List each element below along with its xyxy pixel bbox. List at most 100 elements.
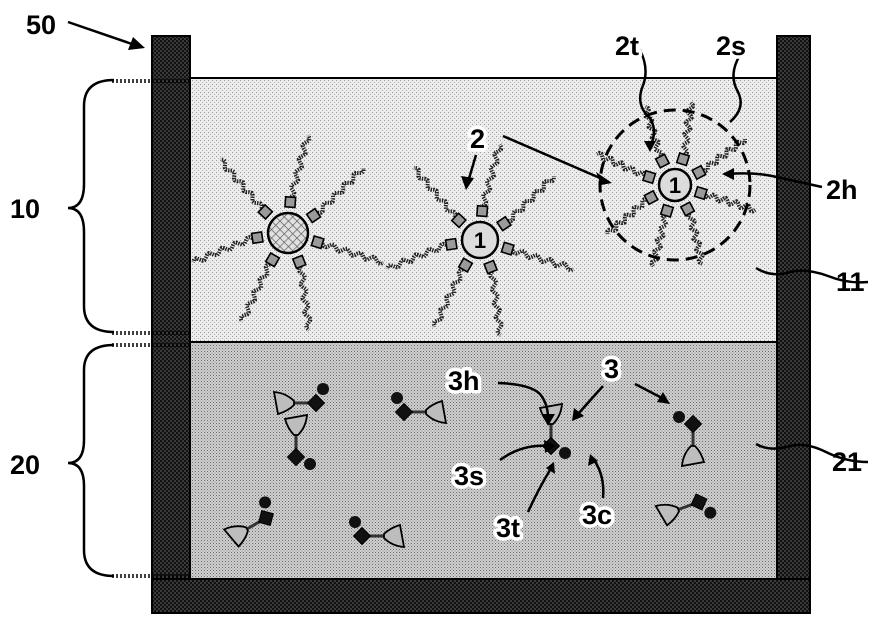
label-11: 11: [836, 267, 865, 297]
ligand-tail: [510, 248, 575, 273]
ligand-head: [495, 215, 513, 232]
nanoparticle: [191, 134, 385, 332]
ligand-tail: [289, 134, 312, 199]
ligand-head: [659, 203, 675, 219]
label-21: 21: [832, 447, 862, 477]
ligand-tail: [413, 165, 458, 218]
particles-layer: 11: [191, 101, 757, 337]
molecule-head: [272, 391, 295, 416]
label-2: 2: [470, 124, 485, 154]
leader-lines: [67, 20, 869, 513]
ligand-head: [483, 259, 499, 275]
ligand-head: [284, 195, 297, 209]
label-10: 10: [10, 194, 40, 224]
molecule-tail: [286, 447, 306, 467]
label-3h: 3h: [448, 366, 480, 396]
ligand-tail: [703, 192, 757, 214]
lower-layer-brace: [67, 343, 115, 578]
molecule-tail: [683, 414, 703, 434]
ligand-head: [475, 204, 489, 218]
dye-molecule: [673, 411, 706, 468]
label-3c: 3c: [582, 500, 612, 530]
ligand-tail: [320, 242, 385, 267]
dye-molecule: [272, 383, 329, 416]
molecules-layer: [222, 383, 717, 548]
ligand-head: [691, 164, 707, 181]
arrowheads: [128, 37, 734, 474]
ligand-head: [310, 234, 325, 250]
molecule-head: [681, 445, 706, 468]
molecule-counterion: [349, 516, 361, 528]
ligand-head: [675, 151, 691, 167]
label-2h: 2h: [826, 175, 858, 205]
ligand-tail: [238, 262, 271, 323]
molecule-head: [283, 413, 308, 436]
ligand-head: [654, 153, 671, 169]
ligand-head: [444, 237, 458, 251]
molecule-counterion: [704, 506, 717, 519]
label-50: 50: [26, 10, 56, 40]
particle-shell-outline: [598, 108, 752, 262]
molecule-counterion: [673, 411, 685, 423]
dye-molecule: [349, 516, 406, 548]
label-2t: 2t: [615, 31, 639, 61]
ligand-head: [641, 169, 657, 185]
molecule-tail: [306, 393, 326, 413]
ligand-head: [500, 241, 515, 256]
molecule-head: [222, 525, 249, 548]
molecule-tail: [258, 510, 274, 526]
label-3: 3: [604, 354, 619, 384]
molecule-head: [654, 503, 680, 527]
molecule-counterion: [391, 392, 403, 404]
molecule-counterion: [317, 383, 329, 395]
ligand-head: [450, 212, 467, 229]
ligand-tail: [220, 157, 264, 209]
ligand-head: [457, 257, 474, 274]
core-label: 1: [669, 173, 681, 198]
container-left-wall: [151, 35, 191, 614]
ligand-tail: [605, 197, 647, 235]
ligand-tail: [481, 143, 504, 208]
dye-molecule: [391, 392, 448, 424]
molecule-tail: [690, 493, 708, 511]
ligand-tail: [488, 270, 504, 337]
label-3s: 3s: [454, 461, 484, 491]
ligand-tail: [297, 265, 313, 332]
ligand-tail: [317, 168, 366, 215]
label-3t: 3t: [496, 513, 520, 543]
ligand-head: [693, 185, 709, 201]
ligand-tail: [596, 150, 647, 177]
label-2s: 2s: [716, 31, 746, 61]
ligand-head: [305, 207, 322, 224]
ligand-tail: [702, 138, 747, 173]
label-20: 20: [10, 450, 40, 480]
ligand-tail: [649, 213, 668, 268]
molecule-counterion: [559, 447, 571, 459]
lower-medium-region: [189, 341, 778, 580]
core-label: 1: [474, 228, 486, 253]
ligand-head: [291, 254, 307, 270]
upper-layer-brace: [67, 78, 115, 334]
ligand-head: [264, 251, 281, 268]
dye-molecule: [654, 493, 717, 527]
molecule-head: [425, 399, 448, 424]
molecule-counterion: [259, 496, 272, 509]
particle-core: [460, 220, 500, 260]
ligand-head: [643, 189, 659, 206]
ligand-tail: [508, 176, 556, 223]
molecule-tail: [394, 402, 414, 422]
molecule-counterion: [304, 458, 316, 470]
molecule-head: [383, 523, 406, 548]
ligand-tail: [431, 267, 464, 328]
particle-core: [657, 167, 693, 203]
ligand-head: [257, 203, 274, 221]
nanoparticle: 1: [385, 143, 575, 337]
molecule-tail: [352, 526, 372, 546]
container-bottom: [151, 578, 811, 614]
ligand-tail: [385, 241, 448, 270]
ligand-tail: [681, 101, 695, 157]
ligand-head: [679, 201, 696, 217]
dye-molecule: [222, 496, 274, 548]
